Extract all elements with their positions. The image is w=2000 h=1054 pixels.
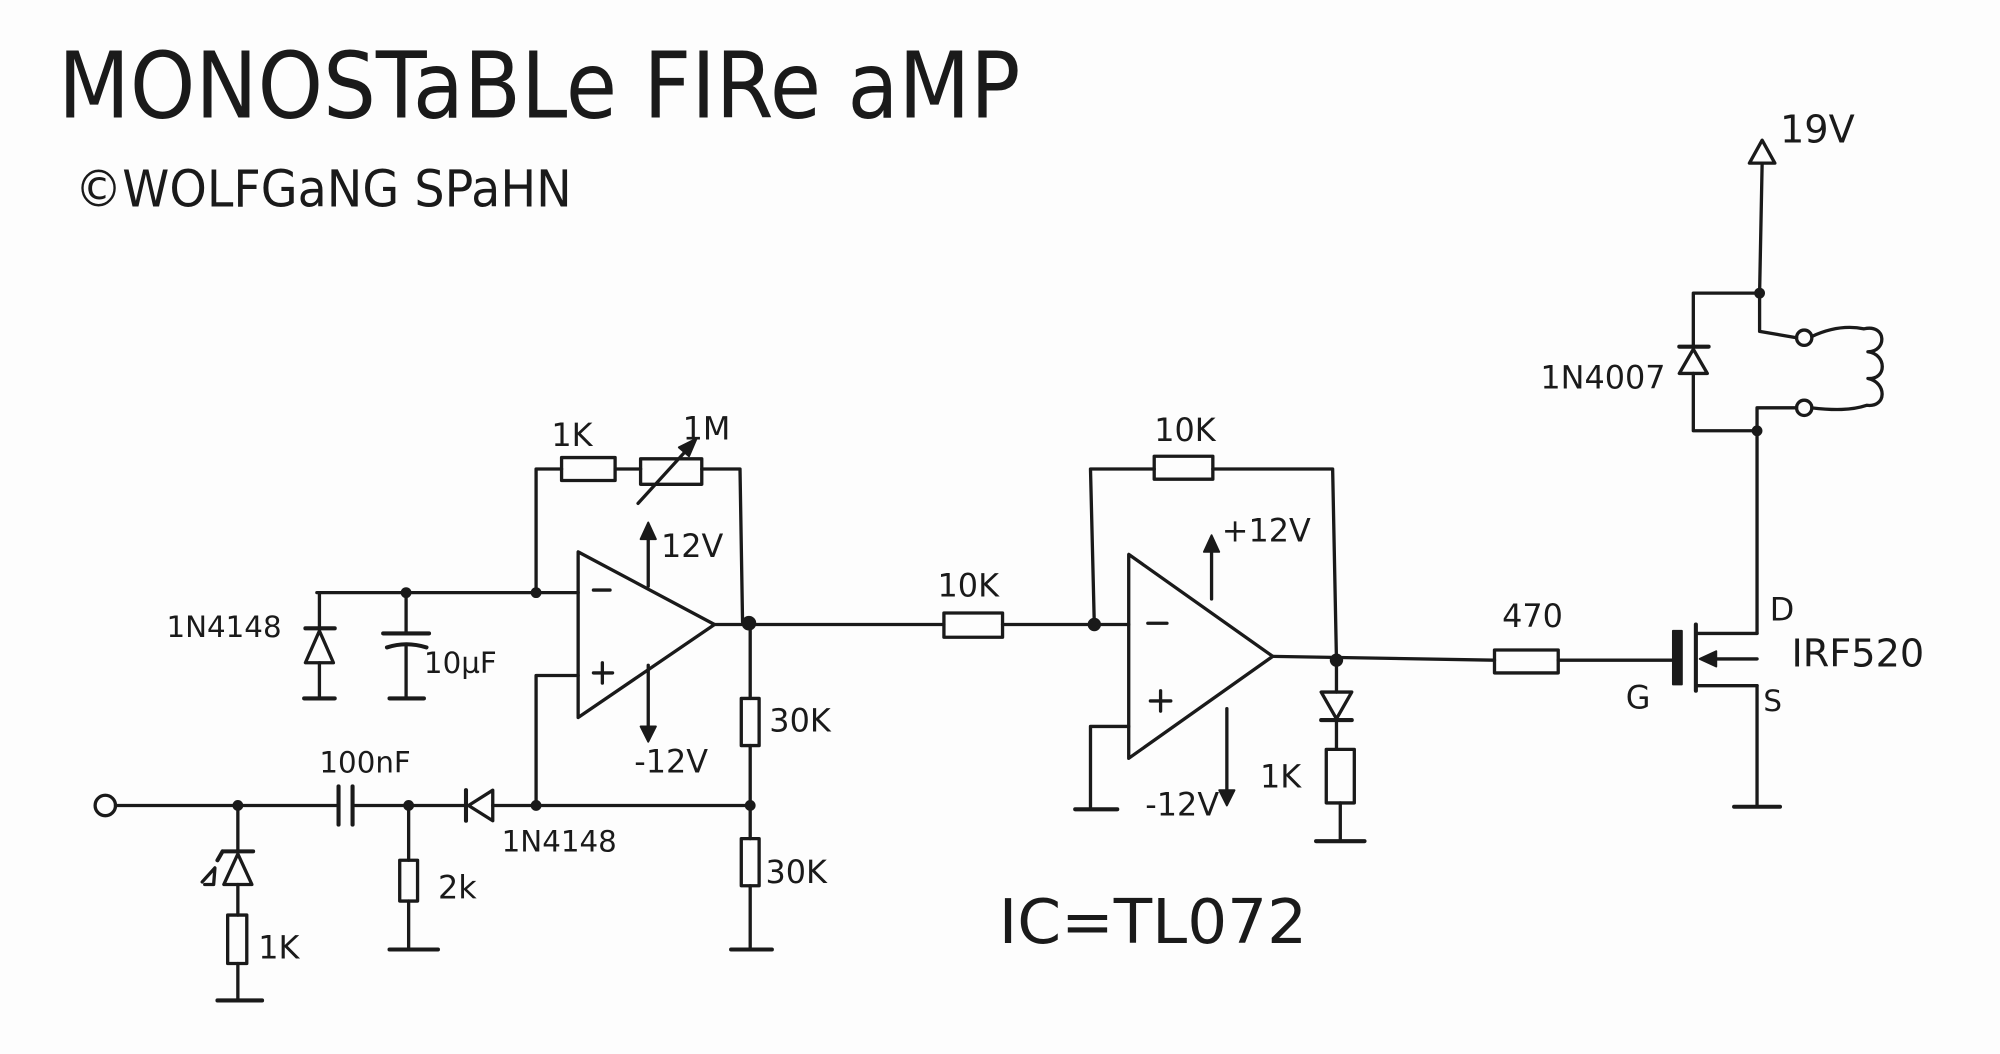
opamp1-icon (576, 550, 717, 720)
stage2-section: 10K +12V -12V 10K 1K (938, 411, 1497, 844)
ic-note: IC=TL072 (999, 887, 1307, 958)
label-1k-led: 1K (1260, 758, 1302, 796)
led-diode-icon (1319, 690, 1354, 723)
resistor-1k-led-icon (1324, 747, 1356, 805)
arrow-up-icon (639, 521, 657, 541)
arrow-up-icon (1202, 534, 1221, 553)
feedback-left-wire (534, 467, 564, 595)
resistor-1k-input-icon (226, 913, 249, 966)
label-opamp2-vneg: -12V (1145, 786, 1219, 824)
label-mosfet: IRF520 (1791, 633, 1924, 677)
label-1m: 1M (683, 410, 731, 448)
label-flyback-diode: 1N4007 (1540, 359, 1665, 397)
label-pin-drain: D (1770, 591, 1795, 629)
opamp2-icon (1127, 552, 1275, 760)
label-opamp1-vpos: 12V (661, 527, 724, 565)
label-diode-trigger: 1N4148 (502, 824, 617, 858)
relay-coil-icon (1810, 325, 1884, 412)
arrow-down-icon (639, 725, 657, 743)
stage1-section: 12V -12V 1K 1M 1N4148 (166, 410, 946, 952)
author-credit: ©WOLFGaNG SPaHN (75, 160, 572, 219)
diode-clamp-icon (303, 626, 337, 665)
resistor-470-icon (1492, 648, 1560, 675)
capacitor-100nf-icon (336, 784, 355, 827)
flyback-bottom-wire (1691, 371, 1759, 433)
relay-terminal-icon (1794, 328, 1814, 348)
resistor-30k-bottom-icon (739, 836, 761, 888)
label-2k: 2k (438, 869, 477, 907)
page-title: MONOSTaBLe FIRe aMP (58, 32, 1020, 139)
label-supply: 19V (1780, 109, 1855, 153)
feedback2-right-wire (1211, 467, 1339, 662)
label-100nf: 100nF (319, 745, 410, 779)
label-opamp1-vneg: -12V (634, 742, 708, 780)
label-10k-input: 10K (938, 566, 1001, 604)
mosfet-icon (1671, 622, 1759, 693)
opamp2-output-wire (1271, 654, 1497, 662)
arrow-down-icon (1218, 789, 1236, 807)
flyback-top-wire (1691, 291, 1762, 348)
potentiometer-icon (636, 437, 704, 506)
trigger-input-section: 100nF 1N4148 1K 2k (93, 745, 756, 1003)
opamp2-plus-ground-wire (1088, 724, 1131, 811)
resistor-10k-feedback-icon (1152, 454, 1215, 481)
relay-terminal-icon (1794, 398, 1814, 418)
label-1k-input: 1K (258, 928, 300, 966)
feedback2-left-wire (1088, 467, 1156, 627)
feedback-right-wire (700, 467, 745, 624)
label-diode-clamp: 1N4148 (166, 610, 281, 644)
resistor-2k-icon (398, 858, 420, 903)
input-terminal-icon (93, 793, 118, 818)
label-1k-feedback: 1K (551, 416, 593, 454)
label-470: 470 (1502, 597, 1563, 635)
opamp2-plus-sign (1148, 689, 1173, 713)
label-30k-top: 30K (769, 702, 832, 740)
zener-diode-icon (200, 849, 256, 887)
supply-arrow-icon (1747, 138, 1777, 165)
opamp1-plus-sign (591, 661, 615, 685)
label-10uf: 10µF (424, 646, 497, 680)
label-opamp2-vpos: +12V (1222, 512, 1311, 550)
label-10k-feedback: 10K (1154, 411, 1217, 449)
noninverting-input-wire (534, 673, 580, 808)
relay-upper-wire (1757, 291, 1799, 340)
label-pin-gate: G (1626, 679, 1651, 717)
flyback-diode-icon (1677, 344, 1711, 376)
diode-trigger-icon (463, 788, 495, 823)
resistor-10k-input-icon (942, 611, 1005, 639)
resistor-1k-feedback-icon (559, 455, 617, 483)
resistor-30k-top-icon (739, 696, 761, 748)
output-stage-section: 470 D G S IRF520 19V (1492, 109, 1924, 809)
relay-lower-wire (1755, 406, 1799, 433)
label-pin-source: S (1763, 684, 1782, 718)
label-30k-bottom: 30K (765, 853, 828, 891)
supply-wire (1757, 161, 1764, 295)
